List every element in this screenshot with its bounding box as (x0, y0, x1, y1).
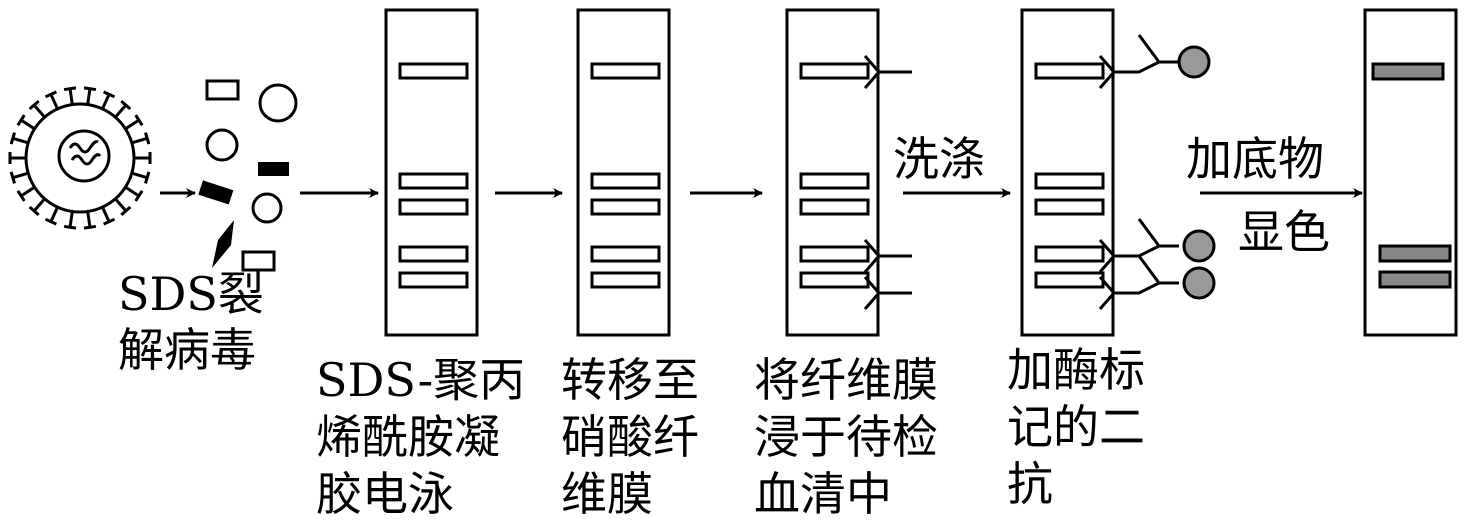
antibody-icon (1098, 255, 1216, 310)
antibody-icon (863, 55, 912, 89)
membrane-strip (384, 8, 479, 337)
protein-band (590, 198, 661, 216)
protein-band (590, 62, 661, 80)
step4-label-line2: 浸于待检 (754, 410, 938, 464)
membrane-strip (1363, 8, 1458, 337)
stained-band (1378, 270, 1452, 289)
stained-band (1371, 62, 1445, 81)
membrane-strip (785, 8, 912, 337)
step2-label-line2: 烯酰胺凝 (316, 410, 500, 464)
protein-fragments-icon (198, 79, 298, 272)
step3-label-line1: 转移至 (561, 353, 699, 407)
antibody-icon (863, 239, 912, 273)
step2-label-line3: 胶电泳 (316, 467, 454, 521)
substrate-label-line1: 加底物 (1186, 132, 1324, 186)
step1-label-line2: 解病毒 (118, 323, 256, 377)
antibody-icon (1098, 34, 1211, 89)
protein-band (398, 271, 469, 289)
step5-label-line3: 抗 (1007, 457, 1053, 511)
wash-label: 洗涤 (893, 132, 985, 186)
protein-band (1034, 245, 1105, 263)
step3-label-line2: 硝酸纤 (561, 410, 699, 464)
protein-band (1034, 62, 1105, 80)
virus-icon (8, 86, 152, 230)
protein-band (590, 172, 661, 190)
protein-band (590, 271, 661, 289)
enzyme-icon (1182, 266, 1216, 300)
membrane-strip (1020, 8, 1216, 337)
protein-band (1034, 198, 1105, 216)
protein-band (799, 271, 870, 289)
step3-label-line3: 维膜 (561, 467, 653, 521)
enzyme-icon (1182, 229, 1216, 263)
enzyme-icon (1177, 45, 1211, 79)
protein-band (1034, 271, 1105, 289)
protein-band (590, 245, 661, 263)
step4-label-line3: 血清中 (754, 467, 892, 521)
membrane-strip (576, 8, 671, 337)
protein-band (799, 172, 870, 190)
step2-label-line1: SDS-聚丙 (316, 353, 525, 407)
step5-label-line1: 加酶标 (1007, 343, 1145, 397)
protein-band (398, 198, 469, 216)
protein-band (799, 245, 870, 263)
protein-band (398, 172, 469, 190)
protein-band (799, 62, 870, 80)
step4-label-line1: 将纤维膜 (754, 353, 938, 407)
protein-band (398, 245, 469, 263)
protein-band (398, 62, 469, 80)
antibody-icon (863, 276, 912, 310)
protein-band (1034, 172, 1105, 190)
protein-band (799, 198, 870, 216)
stained-band (1378, 244, 1452, 263)
substrate-label-line2: 显色 (1238, 205, 1330, 259)
step5-label-line2: 记的二 (1007, 400, 1145, 454)
antibody-icon (1098, 218, 1216, 273)
step1-label-line1: SDS裂 (118, 267, 264, 321)
